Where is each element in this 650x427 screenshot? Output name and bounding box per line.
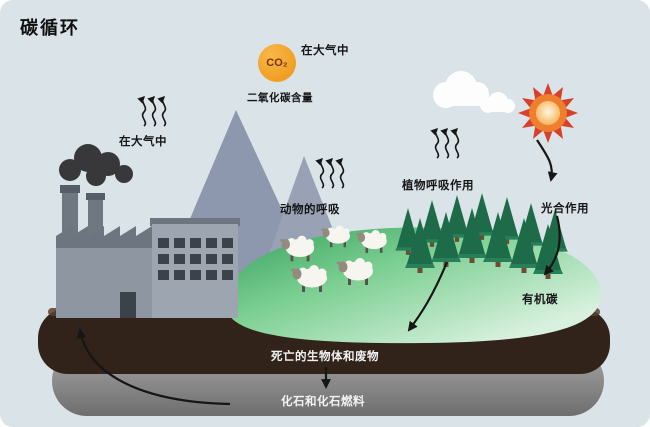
sun-to-photosynthesis-arrow xyxy=(536,139,558,182)
plant-respiration-label: 植物呼吸作用 xyxy=(402,180,474,192)
factory-icon xyxy=(56,144,240,318)
animal-respiration-label: 动物的呼吸 xyxy=(280,204,340,216)
combustion-arrow xyxy=(76,328,231,406)
photosynthesis-to-organic-carbon-arrow xyxy=(543,215,561,276)
plant-respiration-icon xyxy=(436,129,459,158)
factory-emissions-icon xyxy=(143,97,166,126)
animal-respiration-icon xyxy=(321,159,344,188)
factory-windows xyxy=(158,238,233,280)
photosynthesis-label: 光合作用 xyxy=(541,203,589,215)
co2-atmosphere-label: 在大气中 xyxy=(301,45,349,57)
page-title: 碳循环 xyxy=(20,18,80,38)
sun-icon xyxy=(518,83,578,143)
decomposition-arrow xyxy=(407,261,449,332)
co2-badge: CO₂ xyxy=(258,44,296,82)
factory-atmosphere-label: 在大气中 xyxy=(119,136,167,148)
dead-organisms-label: 死亡的生物体和废物 xyxy=(271,351,379,363)
smoke-icon xyxy=(59,144,133,186)
cloud-icon xyxy=(433,71,515,113)
co2-caption-label: 二氧化碳含量 xyxy=(247,92,313,104)
fossil-fuels-label: 化石和化石燃料 xyxy=(281,396,365,408)
organic-carbon-label: 有机碳 xyxy=(522,294,558,306)
